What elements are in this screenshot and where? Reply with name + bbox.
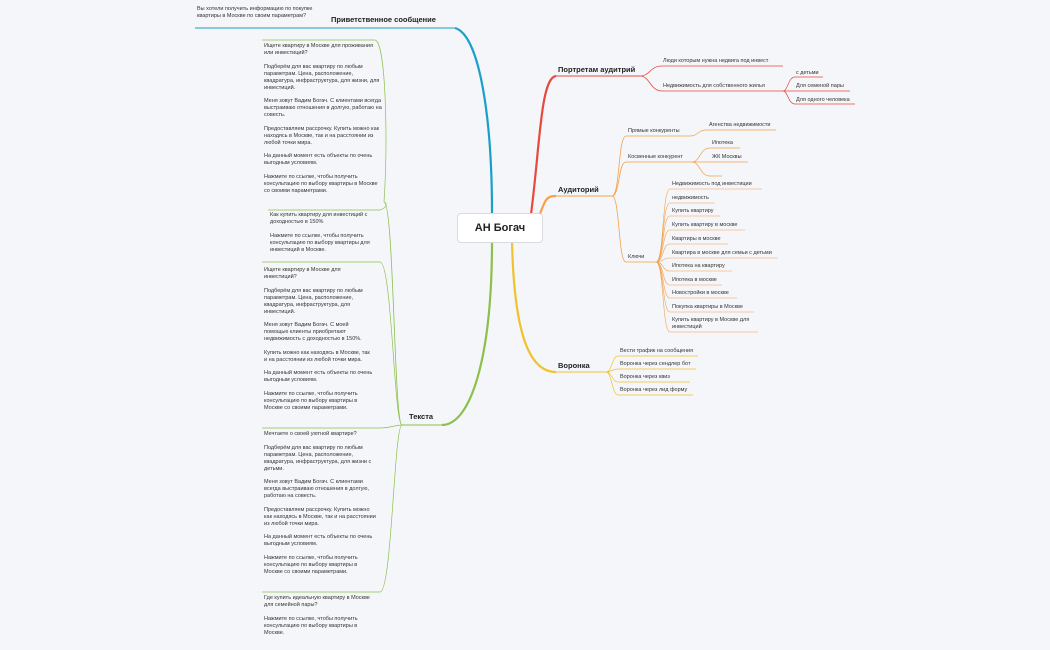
text-paragraph: Ищете квартиру в Москве для проживания и…	[264, 43, 373, 56]
texts-branch-lines	[262, 39, 494, 593]
funnel-title[interactable]: Воронка	[558, 361, 590, 370]
portraits-branch-lines	[528, 65, 855, 223]
key-item[interactable]: Новостройки в москве	[672, 290, 729, 296]
funnel-item[interactable]: Вести трафик на сообщения	[620, 348, 694, 354]
text-paragraph: Нажмите по ссылке, чтобы получить консул…	[270, 232, 370, 253]
key-item[interactable]: Купить квартиру в Москве для инвестиций	[672, 317, 750, 330]
text-paragraph: Как купить квартиру для инвестиций с дох…	[270, 212, 368, 225]
funnel-item[interactable]: Воронка через квиз	[620, 374, 670, 380]
key-item[interactable]: Недвижимость под инвестиции	[672, 181, 752, 187]
text-paragraph: Нажмите по ссылке, чтобы получить консул…	[264, 390, 358, 411]
key-item[interactable]: недвижимость	[672, 195, 709, 201]
text-block-5[interactable]: Где купить идеальную квартиру в Москве д…	[264, 595, 376, 643]
text-paragraph: Где купить идеальную квартиру в Москве д…	[264, 595, 370, 608]
text-paragraph: На данный момент есть объекты по очень в…	[264, 370, 373, 383]
key-item[interactable]: Ипотека в москве	[672, 277, 717, 283]
key-item[interactable]: Квартира в москве для семьи с детьми	[672, 250, 772, 256]
welcome-text[interactable]: Вы хотели получить информацию по покупке…	[197, 6, 313, 19]
text-paragraph: Предоставляем рассрочку. Купить можно ка…	[264, 506, 376, 527]
funnel-branch-lines	[510, 240, 698, 396]
portrait-sub-item[interactable]: Для одного человека	[796, 97, 850, 103]
key-item[interactable]: Квартиры в москве	[672, 236, 721, 242]
text-paragraph: Нажмите по ссылке, чтобы получить консул…	[264, 615, 358, 636]
portraits-title[interactable]: Портретам аудитрий	[558, 65, 636, 74]
indirect-competitors[interactable]: Косвенные конкурент	[628, 154, 683, 160]
portrait-sub-item[interactable]: с детьми	[796, 70, 819, 76]
indirect-competitor-item[interactable]: ЖК Москвы	[712, 154, 742, 160]
text-paragraph: Подберём для вас квартиру по любым парам…	[264, 287, 363, 315]
text-paragraph: Меня зовут Вадим Богач. С моей помощью к…	[264, 322, 362, 342]
key-item[interactable]: Ипотека на квартиру	[672, 263, 725, 269]
root-topic[interactable]: АН Богач	[457, 213, 543, 243]
text-block-3[interactable]: Ищете квартиру в Москве для инвестиций? …	[264, 267, 374, 418]
texts-title[interactable]: Текста	[409, 412, 434, 421]
text-block-1[interactable]: Ищете квартиру в Москве для проживания и…	[264, 43, 382, 201]
text-paragraph: Подберём для вас квартиру по любым парам…	[264, 63, 380, 91]
text-paragraph: Меня зовут Вадим Богач. С клиентами всег…	[264, 98, 382, 118]
portrait-sub-item[interactable]: Для семеной пары	[796, 83, 844, 89]
funnel-item[interactable]: Воронка через сендлер бот	[620, 361, 691, 367]
text-block-4[interactable]: Мечтаете о своей уютной квартире? Подбер…	[264, 431, 376, 582]
text-paragraph: Меня зовут Вадим Богач. С клиентами всег…	[264, 479, 369, 499]
text-paragraph: Нажмите по ссылке, чтобы получить консул…	[264, 554, 358, 575]
text-paragraph: Ищете квартиру в Москве для инвестиций?	[264, 267, 341, 280]
indirect-competitor-item[interactable]: Ипотека	[712, 140, 733, 146]
direct-competitor-item[interactable]: Агенства недвижимости	[709, 122, 771, 128]
text-paragraph: На данный момент есть объекты по очень в…	[264, 153, 373, 166]
welcome-title[interactable]: Приветственное сообщение	[331, 15, 436, 24]
audience-title[interactable]: Аудиторий	[558, 185, 599, 194]
key-item[interactable]: Купить квартиру в москве	[672, 222, 738, 228]
text-paragraph: Предоставляем рассрочку. Купить можно ка…	[264, 125, 380, 146]
direct-competitors[interactable]: Прямые конкуренты	[628, 128, 680, 134]
portrait-item[interactable]: Недвижимость для собственного жилья	[663, 83, 765, 89]
audience-branch-lines	[533, 129, 778, 333]
key-item[interactable]: Купить квартиру	[672, 208, 714, 214]
text-paragraph: Нажмите по ссылке, чтобы получить консул…	[264, 173, 378, 194]
text-paragraph: Подберём для вас квартиру по любым парам…	[264, 444, 372, 472]
funnel-item[interactable]: Воронка через лид форму	[620, 387, 688, 393]
text-paragraph: Мечтаете о своей уютной квартире?	[264, 431, 357, 437]
text-paragraph: На данный момент есть объекты по очень в…	[264, 534, 373, 547]
key-item[interactable]: Покупка квартиры в Москве	[672, 304, 743, 310]
keys-node[interactable]: Ключи	[628, 254, 645, 260]
text-paragraph: Купить можно как находясь в Москве, так …	[264, 349, 370, 363]
text-block-2[interactable]: Как купить квартиру для инвестиций с дох…	[270, 212, 382, 260]
welcome-branch-lines	[195, 26, 494, 214]
portrait-item[interactable]: Люди которым нужна недвига под инвест	[663, 58, 769, 64]
